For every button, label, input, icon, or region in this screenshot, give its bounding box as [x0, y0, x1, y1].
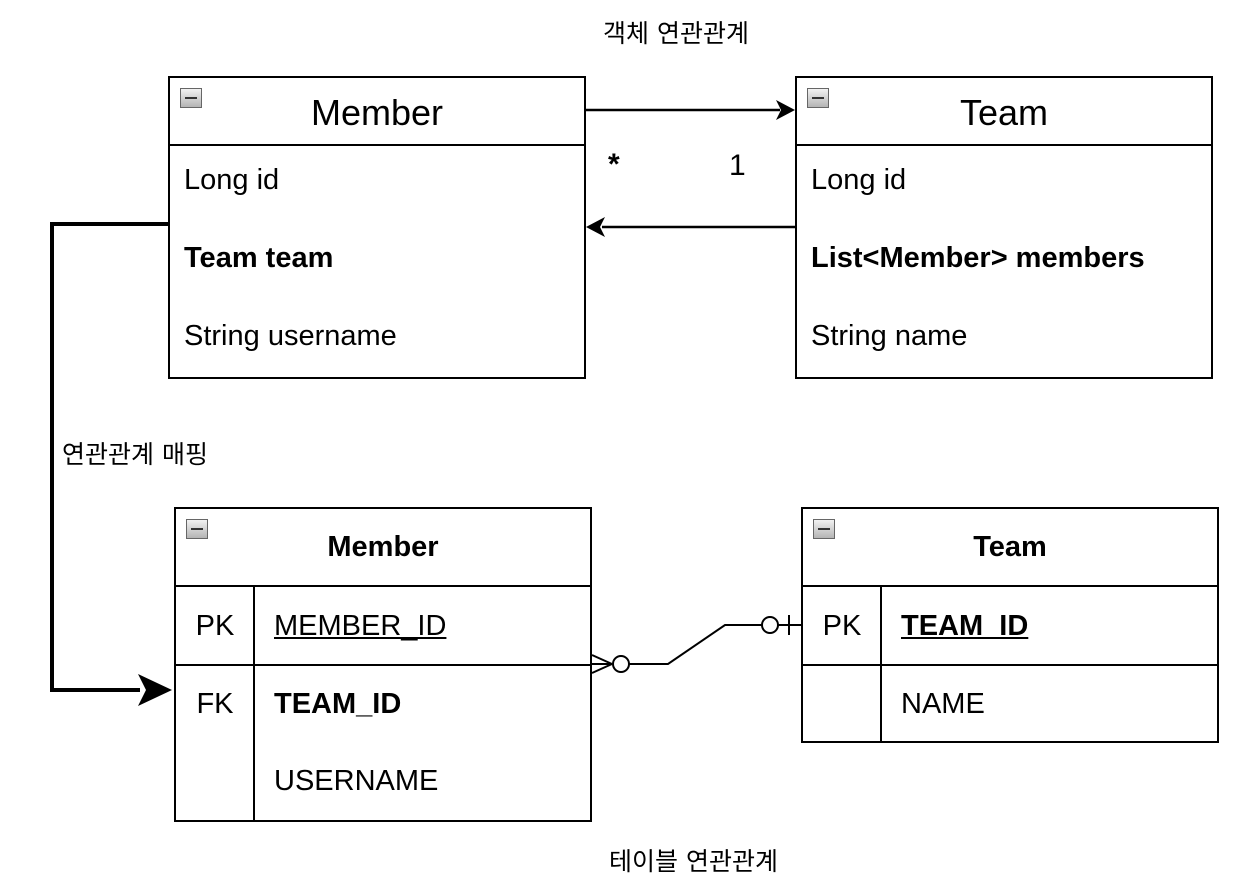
member-id-column: MEMBER_ID [274, 610, 447, 642]
team-field-id: Long id [811, 164, 907, 196]
team-pk-label: PK [822, 610, 862, 642]
mapping-arrow[interactable] [50, 222, 172, 706]
collapse-icon[interactable] [807, 88, 829, 108]
table-relation-caption: 테이블 연관관계 [609, 847, 778, 876]
member-to-team-arrow[interactable] [586, 100, 795, 120]
member-field-id: Long id [184, 164, 280, 196]
team-field-name: String name [811, 320, 968, 352]
member-table-box[interactable]: Member PK MEMBER_ID FK TEAM_ID USERNAME [174, 507, 592, 822]
member-table-title: Member [327, 531, 439, 563]
team-table-header: Team [803, 509, 1217, 587]
member-table-header: Member [176, 509, 590, 587]
collapse-icon[interactable] [180, 88, 202, 108]
member-pk-label: PK [195, 610, 235, 642]
member-field-username: String username [184, 320, 397, 352]
team-table-pk-divider [803, 664, 1217, 666]
member-team-id-column: TEAM_ID [274, 688, 402, 720]
member-table-key-divider [253, 587, 255, 820]
object-relation-caption: 객체 연관관계 [603, 19, 749, 48]
member-field-team: Team team [184, 242, 334, 274]
team-to-member-arrow[interactable] [586, 217, 795, 237]
multiplicity-one: 1 [729, 149, 746, 182]
member-table-pk-divider [176, 664, 590, 666]
collapse-icon[interactable] [813, 519, 835, 539]
multiplicity-many: * [608, 148, 620, 181]
team-field-members: List<Member> members [811, 242, 1145, 274]
team-table-title: Team [973, 531, 1047, 563]
member-class-title: Member [310, 92, 444, 133]
mapping-caption: 연관관계 매핑 [62, 440, 208, 469]
collapse-icon[interactable] [186, 519, 208, 539]
member-username-column: USERNAME [274, 765, 439, 797]
team-class-title: Team [959, 92, 1049, 133]
member-class-header: Member [170, 78, 584, 146]
team-class-header: Team [797, 78, 1211, 146]
team-name-column: NAME [901, 688, 985, 720]
erd-relationship-line[interactable] [591, 615, 801, 674]
team-table-box[interactable]: Team PK TEAM_ID NAME [801, 507, 1219, 743]
team-class-box[interactable]: Team Long id List<Member> members String… [795, 76, 1213, 379]
member-class-box[interactable]: Member Long id Team team String username [168, 76, 586, 379]
team-id-column: TEAM_ID [901, 610, 1029, 642]
member-fk-label: FK [196, 688, 234, 720]
